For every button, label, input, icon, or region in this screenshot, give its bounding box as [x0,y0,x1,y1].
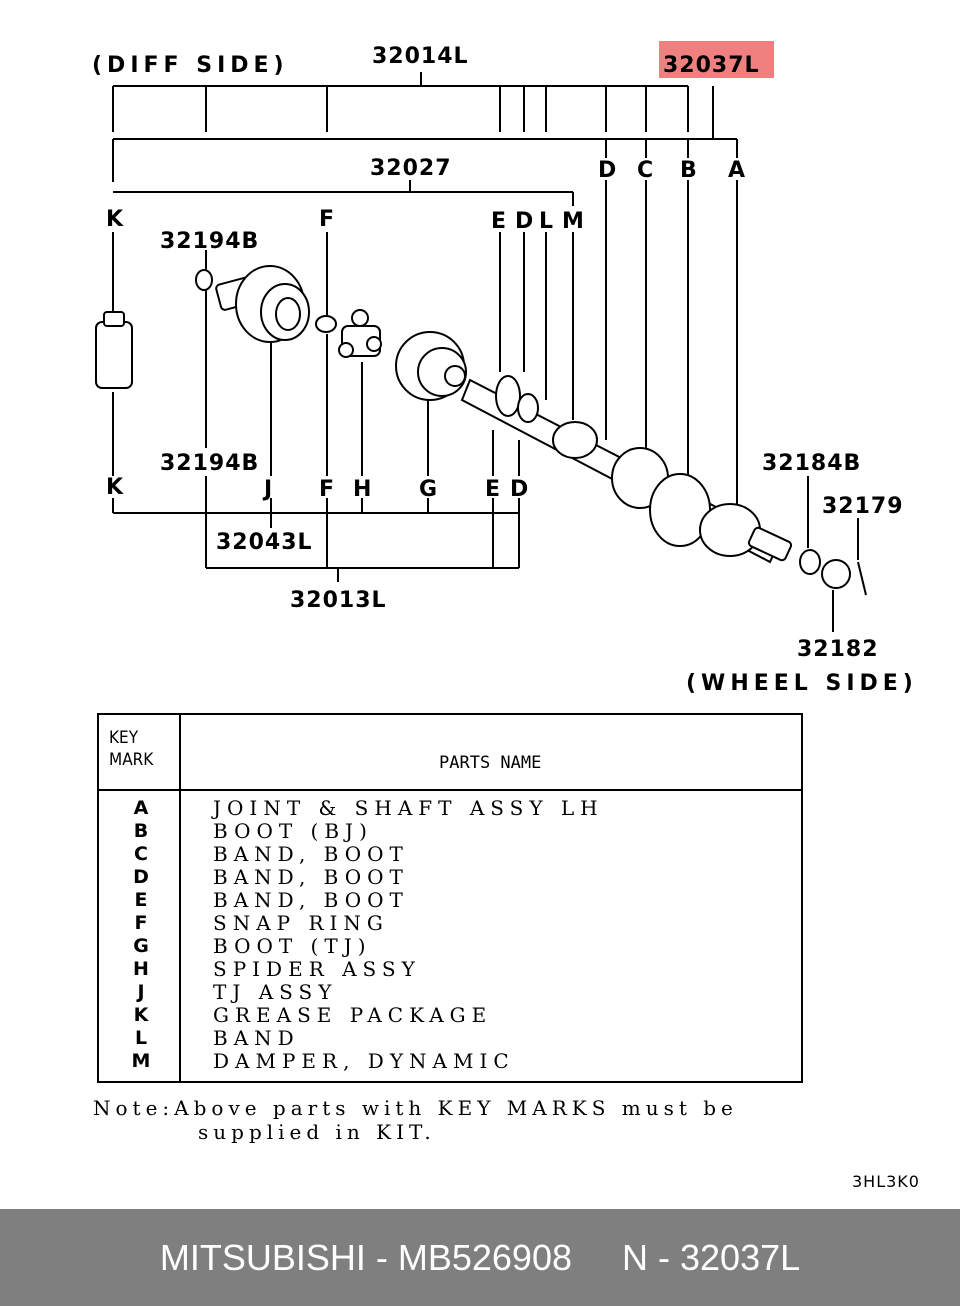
key-mark-cell: H [133,958,149,980]
key-mid-E: E [491,209,507,234]
part-name-cell: GREASE PACKAGE [213,1003,493,1027]
table-row: C BAND, BOOT [99,843,801,866]
diagram-code: 3HL3K0 [852,1172,920,1191]
key-mark-cell: B [133,820,149,842]
shaft-shape [460,375,793,564]
boot-tj-shape [395,331,467,401]
key-mid-K: K [106,207,124,232]
tj-assy-shape [215,265,310,343]
key-bot-K: K [106,475,124,500]
table-row: J TJ ASSY [99,981,801,1004]
part-name-cell: TJ ASSY [213,980,338,1004]
table-row: M DAMPER, DYNAMIC [99,1050,801,1073]
key-bot-D: D [510,477,529,502]
part-name-cell: BOOT (BJ) [213,819,373,843]
part-32179: 32179 [822,494,904,519]
parts-illustration [95,265,867,596]
key-top-A: A [728,158,746,183]
nut-shape [821,559,851,589]
highlight-box [659,41,774,78]
key-bot-E: E [485,477,501,502]
key-bot-F: F [319,477,335,502]
key-bot-J: J [262,477,273,502]
part-32182: 32182 [797,637,879,662]
part-name-cell: SPIDER ASSY [213,957,421,981]
diff-side-label: (DIFF SIDE) [92,53,289,78]
key-mid-L: L [539,209,554,234]
footer-ref: N - 32037L [622,1236,801,1278]
table-row: D BAND, BOOT [99,866,801,889]
grease-package-shape [95,321,133,389]
parts-name-header: PARTS NAME [439,753,542,773]
key-mark-cell: G [133,935,149,957]
table-row: L BAND [99,1027,801,1050]
cotter-pin-shape [857,561,867,596]
key-bot-G: G [419,477,438,502]
spider-assy-shape [338,309,382,358]
parts-table: KEY MARK PARTS NAME A JOINT & SHAFT ASSY … [97,713,803,1083]
footer-part-number: MB526908 [397,1236,572,1278]
key-mid-F: F [319,207,335,232]
table-row: K GREASE PACKAGE [99,1004,801,1027]
part-32027: 32027 [370,156,452,181]
wheel-side-label: (WHEEL SIDE) [686,671,918,696]
table-row: A JOINT & SHAFT ASSY LH [99,797,801,820]
footer-separator: - [365,1236,398,1278]
part-32043L: 32043L [216,530,313,555]
key-mid-D: D [515,209,534,234]
parts-diagram: (DIFF SIDE) (WHEEL SIDE) 32014L 32037L 3… [92,41,918,696]
table-row: G BOOT (TJ) [99,935,801,958]
key-top-D: D [598,158,617,183]
key-mark-cell: L [134,1027,148,1049]
key-mark-cell: K [133,1004,149,1026]
footer-brand: MITSUBISHI [159,1236,366,1278]
key-top-B: B [680,158,698,183]
key-mark-cell: J [137,981,145,1003]
key-mark-header: KEY MARK [109,728,154,770]
table-row: E BAND, BOOT [99,889,801,912]
part-name-cell: BAND, BOOT [213,888,409,912]
part-32184B: 32184B [762,451,861,476]
footer-bar: MITSUBISHI - MB526908 N - 32037L [0,1209,960,1306]
part-32013L: 32013L [290,588,387,613]
part-name-cell: BAND, BOOT [213,842,409,866]
part-32037L: 32037L [663,53,760,78]
table-row: B BOOT (BJ) [99,820,801,843]
kit-note: Note:Above parts with KEY MARKS must be … [93,1096,738,1144]
parts-table-rows: A JOINT & SHAFT ASSY LH B BOOT (BJ) C BAND, B… [99,797,801,1073]
part-name-cell: SNAP RING [213,911,389,935]
key-mark-cell: E [134,889,148,911]
part-32014L: 32014L [372,44,469,69]
key-mark-cell: D [133,866,149,888]
key-mark-cell: M [131,1050,151,1072]
table-row: H SPIDER ASSY [99,958,801,981]
key-mark-cell: A [133,797,149,819]
washer-shape [799,549,821,575]
key-mid-M: M [562,209,585,234]
part-name-cell: JOINT & SHAFT ASSY LH [213,796,604,820]
part-name-cell: BAND, BOOT [213,865,409,889]
part-name-cell: BAND [213,1026,300,1050]
key-top-C: C [637,158,654,183]
part-32194B-bottom: 32194B [160,451,259,476]
table-header-divider [99,789,801,791]
part-name-cell: DAMPER, DYNAMIC [213,1049,515,1073]
table-column-divider [179,715,181,1081]
part-name-cell: BOOT (TJ) [213,934,372,958]
key-mark-cell: C [134,843,148,865]
table-row: F SNAP RING [99,912,801,935]
key-mark-cell: F [134,912,148,934]
key-bot-H: H [353,477,372,502]
part-32194B-top: 32194B [160,229,259,254]
